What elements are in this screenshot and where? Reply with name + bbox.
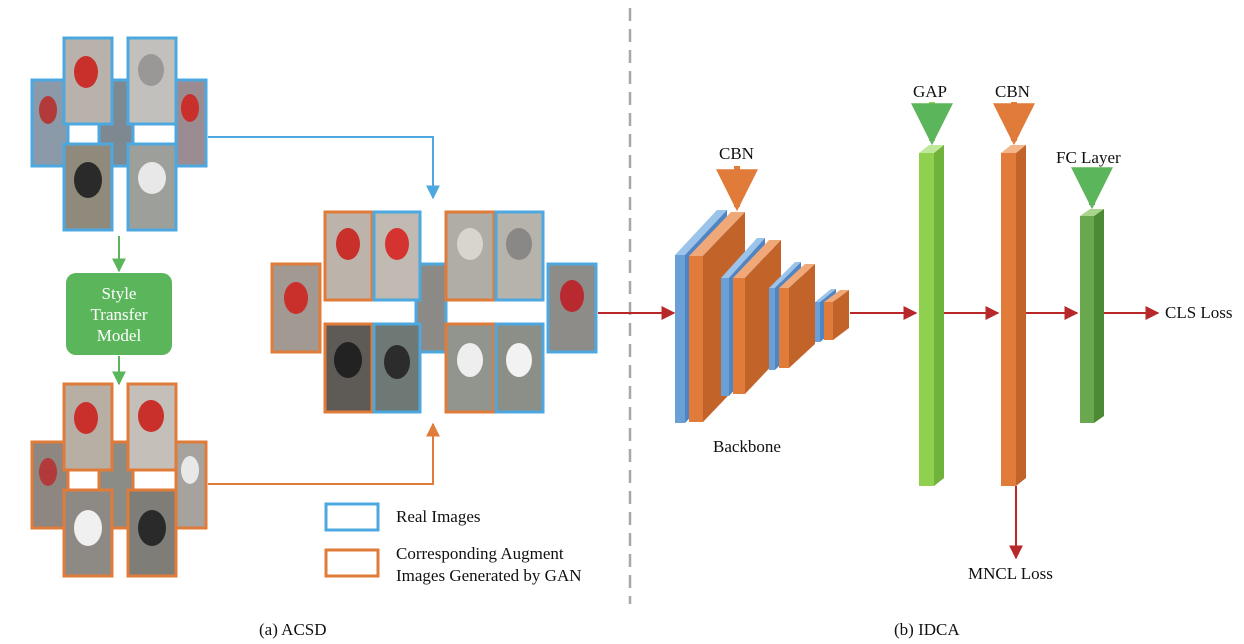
legend-real-label: Real Images xyxy=(396,507,481,526)
backbone-label: Backbone xyxy=(713,437,781,456)
style-box-line-2: Transfer xyxy=(90,304,148,324)
caption-idca: (b) IDCA xyxy=(894,620,960,639)
caption-acsd: (a) ACSD xyxy=(259,620,327,639)
real-to-mixed-arrow xyxy=(208,136,440,200)
backbone-block-3 xyxy=(769,262,815,370)
cbn-bar xyxy=(1001,145,1026,486)
fc-layer-label: FC Layer xyxy=(1056,148,1121,167)
real-images-cluster xyxy=(30,36,208,232)
style-box-line-3: Model xyxy=(96,325,142,345)
cbn-top-label: CBN xyxy=(995,82,1030,101)
mixed-images-cluster xyxy=(270,210,598,414)
cbn-backbone-label: CBN xyxy=(719,144,754,163)
backbone-block-4 xyxy=(815,289,849,342)
mncl-loss-label: MNCL Loss xyxy=(968,564,1053,583)
legend-real-swatch xyxy=(324,502,380,532)
legend-augment-swatch xyxy=(324,548,380,578)
gap-bar xyxy=(919,145,944,486)
augmented-images-cluster xyxy=(30,382,208,578)
style-transfer-model-box: Style Transfer Model xyxy=(66,273,172,355)
legend-augment-label-line2: Images Generated by GAN xyxy=(396,566,582,585)
augment-to-mixed-arrow xyxy=(208,422,440,485)
fc-bar xyxy=(1080,209,1104,423)
style-box-line-1: Style xyxy=(101,283,137,303)
legend-augment-label-line1: Corresponding Augment xyxy=(396,544,564,563)
gap-label: GAP xyxy=(913,82,948,101)
cls-loss-label: CLS Loss xyxy=(1165,303,1233,322)
